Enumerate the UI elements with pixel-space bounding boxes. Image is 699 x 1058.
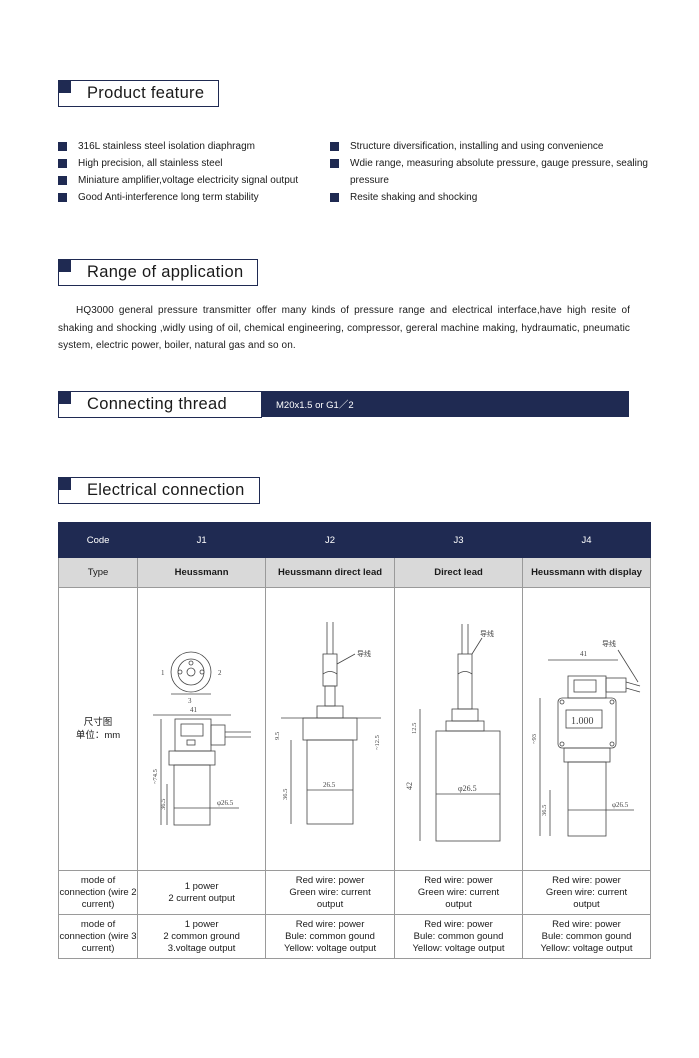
table-cell: Heussmann with display <box>522 557 651 588</box>
table-row: mode of connection (wire 3 current) 1 po… <box>57 914 651 959</box>
j3-dim-42: 42 <box>405 782 414 790</box>
j2-dim-265: 26.5 <box>323 781 336 789</box>
j4-display-readout: 1.000 <box>571 716 594 727</box>
j1-dim-745: ~74.5 <box>152 769 159 784</box>
table-cell: Type <box>57 557 139 588</box>
thread-heading: Connecting thread <box>58 391 262 418</box>
table-cell: 1 2 3 41 ~74.5 36.5 φ26.5 <box>137 587 267 871</box>
list-item: Resite shaking and shocking <box>330 189 652 206</box>
j1-dim-phi: φ26.5 <box>217 799 234 807</box>
list-item: High precision, all stainless steel <box>58 155 330 172</box>
heading-square-icon <box>58 477 71 490</box>
j2-dim-365: 36.5 <box>282 789 289 800</box>
header-cell: J3 <box>394 522 523 558</box>
thread-value-bar: M20x1.5 or G1／2 <box>262 391 629 417</box>
bullet-icon <box>58 176 67 185</box>
heading-square-icon <box>58 259 71 272</box>
feature-column-right: Structure diversification, installing an… <box>330 138 652 206</box>
header-cell: J4 <box>522 522 651 558</box>
j1-label-2: 2 <box>218 669 222 677</box>
j2-dim-95: 9.5 <box>274 732 281 740</box>
bullet-icon <box>58 159 67 168</box>
table-cell: 尺寸图 单位：mm <box>57 587 139 871</box>
bullet-icon <box>58 142 67 151</box>
j2-dim-125: ~12.5 <box>374 735 381 750</box>
table-cell: Heussmann direct lead <box>265 557 396 588</box>
electrical-title: Electrical connection <box>58 477 260 504</box>
j1-dimension-drawing: 1 2 3 41 ~74.5 36.5 φ26.5 <box>152 651 251 826</box>
product-feature-heading: Product feature <box>58 80 220 107</box>
j3-dim-phi: φ26.5 <box>458 784 477 793</box>
j4-dim-41: 41 <box>580 650 588 658</box>
thread-value: M20x1.5 or G1／2 <box>276 400 354 411</box>
application-paragraph: HQ3000 general pressure transmitter offe… <box>58 305 630 351</box>
j4-dimension-drawing: 41 导线 1.000 ~93 36.5 φ26.5 <box>531 639 640 837</box>
heading-square-icon <box>58 80 71 93</box>
j1-label-3: 3 <box>188 697 192 705</box>
electrical-heading: Electrical connection <box>58 477 260 504</box>
bullet-icon <box>330 142 339 151</box>
j2-dimension-drawing: 导线 9.5 ~12.5 36.5 26.5 <box>274 622 382 825</box>
j3-label-wire: 导线 <box>480 629 494 638</box>
thread-title: Connecting thread <box>58 391 262 418</box>
j1-dim-365: 36.5 <box>160 799 167 810</box>
table-header-row: Code J1 J2 J3 J4 <box>57 522 651 558</box>
heading-square-icon <box>58 391 71 404</box>
feature-list: 316L stainless steel isolation diaphragm… <box>58 138 658 206</box>
table-cell: Direct lead <box>394 557 523 588</box>
list-item: 316L stainless steel isolation diaphragm <box>58 138 330 155</box>
list-item: Structure diversification, installing an… <box>330 138 652 155</box>
j1-dim-41: 41 <box>190 706 198 714</box>
table-cell: 41 导线 1.000 ~93 36.5 φ26.5 <box>522 587 651 871</box>
table-cell: mode of connection (wire 2 current) <box>57 870 139 915</box>
table-cell: mode of connection (wire 3 current) <box>57 914 139 959</box>
bullet-icon <box>58 193 67 202</box>
table-cell: 导线 9.5 ~12.5 36.5 26.5 <box>265 587 396 871</box>
product-feature-title: Product feature <box>58 80 220 107</box>
table-row: mode of connection (wire 2 current) 1 po… <box>57 870 651 915</box>
list-item: Good Anti-interference long term stabili… <box>58 189 330 206</box>
j3-dimension-drawing: 导线 12.5 42 φ26.5 <box>405 624 500 842</box>
list-item: Miniature amplifier,voltage electricity … <box>58 172 330 189</box>
list-item: Wdie range, measuring absolute pressure,… <box>330 155 652 189</box>
table-cell: Heussmann <box>137 557 267 588</box>
electrical-connection-table: Code J1 J2 J3 J4 Type Heussmann Heussman… <box>57 522 651 959</box>
j4-dim-phi: φ26.5 <box>612 801 629 809</box>
header-cell: J2 <box>265 522 396 558</box>
table-cell: 导线 12.5 42 φ26.5 <box>394 587 523 871</box>
table-row: Type Heussmann Heussmann direct lead Dir… <box>57 557 651 588</box>
header-cell: J1 <box>137 522 267 558</box>
j4-dim-93: ~93 <box>531 734 538 744</box>
j2-label-wire: 导线 <box>357 649 371 658</box>
application-title: Range of application <box>58 259 259 286</box>
dimension-label: 尺寸图 单位：mm <box>75 717 121 741</box>
feature-column-left: 316L stainless steel isolation diaphragm… <box>58 138 330 206</box>
application-heading: Range of application <box>58 259 259 286</box>
j1-label-1: 1 <box>161 669 165 677</box>
j4-dim-365: 36.5 <box>541 805 548 816</box>
j4-label-lead: 导线 <box>602 639 616 648</box>
bullet-icon <box>330 193 339 202</box>
header-cell: Code <box>57 522 139 558</box>
j3-dim-125: 12.5 <box>411 723 418 734</box>
table-row: 尺寸图 单位：mm 1 2 3 41 <box>57 587 651 871</box>
bullet-icon <box>330 159 339 168</box>
